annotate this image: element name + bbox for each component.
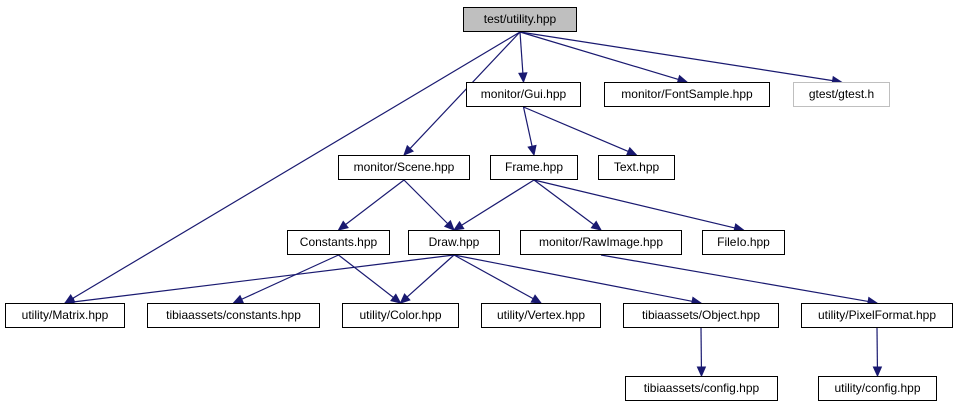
node-monitor-gui-hpp[interactable]: monitor/Gui.hpp xyxy=(466,82,581,107)
arrowhead-test_utility-to-monitor_scene xyxy=(403,144,414,156)
edge-draw-to-utility_vertex xyxy=(453,254,534,300)
node-fileio-hpp[interactable]: FileIo.hpp xyxy=(702,230,785,255)
node-monitor-fontsample-hpp[interactable]: monitor/FontSample.hpp xyxy=(604,82,770,107)
edge-monitor_scene-to-draw xyxy=(403,179,449,225)
edge-draw-to-utility_matrix xyxy=(73,254,455,303)
arrowhead-test_utility-to-monitor_gui xyxy=(518,72,528,84)
edge-draw-to-utility_color xyxy=(406,254,455,298)
node-text-hpp[interactable]: Text.hpp xyxy=(598,155,675,180)
arrowhead-frame-to-monitor_rawimage xyxy=(590,220,602,231)
node-constants-hpp[interactable]: Constants.hpp xyxy=(287,230,390,255)
edge-test_utility-to-gtest xyxy=(519,31,833,82)
arrowhead-utility_pixelformat-to-utility_config xyxy=(872,366,883,378)
arrowhead-monitor_scene-to-constants xyxy=(337,220,349,231)
edge-monitor_rawimage-to-utility_pixelformat xyxy=(600,254,869,303)
edge-constants-to-tibia_constants xyxy=(241,254,339,300)
node-utility-pixelformat-hpp[interactable]: utility/PixelFormat.hpp xyxy=(801,303,953,328)
arrowhead-draw-to-utility_vertex xyxy=(530,294,543,304)
node-gtest-h[interactable]: gtest/gtest.h xyxy=(793,82,890,107)
edge-test_utility-to-utility_matrix xyxy=(72,31,521,299)
arrowhead-frame-to-draw xyxy=(452,220,465,231)
edge-test_utility-to-monitor_scene xyxy=(409,31,521,149)
node-utility-matrix-hpp[interactable]: utility/Matrix.hpp xyxy=(5,303,125,328)
arrowhead-constants-to-utility_color xyxy=(390,293,402,304)
node-monitor-scene-hpp[interactable]: monitor/Scene.hpp xyxy=(338,155,470,180)
arrowhead-constants-to-tibia_constants xyxy=(232,294,245,304)
arrowhead-draw-to-utility_color xyxy=(399,293,411,304)
edge-test_utility-to-monitor_gui xyxy=(519,31,524,74)
arrowhead-monitor_scene-to-draw xyxy=(443,219,455,231)
node-tibiaassets-object-hpp[interactable]: tibiaassets/Object.hpp xyxy=(623,303,779,328)
node-frame-hpp[interactable]: Frame.hpp xyxy=(490,155,578,180)
node-monitor-rawimage-hpp[interactable]: monitor/RawImage.hpp xyxy=(520,230,682,255)
node-test-utility-hpp[interactable]: test/utility.hpp xyxy=(463,7,577,32)
node-draw-hpp[interactable]: Draw.hpp xyxy=(408,230,500,255)
edge-monitor_gui-to-text xyxy=(523,106,629,153)
edge-monitor_gui-to-frame xyxy=(522,106,533,147)
edge-constants-to-utility_color xyxy=(338,254,394,298)
arrowhead-tibia_object-to-tibia_config xyxy=(696,366,707,378)
node-tibiaassets-config-hpp[interactable]: tibiaassets/config.hpp xyxy=(625,376,778,401)
edge-draw-to-tibia_object xyxy=(453,254,693,302)
node-utility-color-hpp[interactable]: utility/Color.hpp xyxy=(342,303,459,328)
edge-frame-to-monitor_rawimage xyxy=(533,179,595,226)
edge-frame-to-draw xyxy=(461,179,535,226)
node-utility-config-hpp[interactable]: utility/config.hpp xyxy=(818,376,937,401)
node-tibiaassets-constants-hpp[interactable]: tibiaassets/constants.hpp xyxy=(147,303,320,328)
edge-test_utility-to-monitor_fontsample xyxy=(519,31,679,80)
node-utility-vertex-hpp[interactable]: utility/Vertex.hpp xyxy=(481,303,601,328)
edge-monitor_scene-to-constants xyxy=(345,179,405,226)
arrowhead-monitor_gui-to-frame xyxy=(527,144,537,157)
edge-frame-to-fileio xyxy=(533,179,735,229)
